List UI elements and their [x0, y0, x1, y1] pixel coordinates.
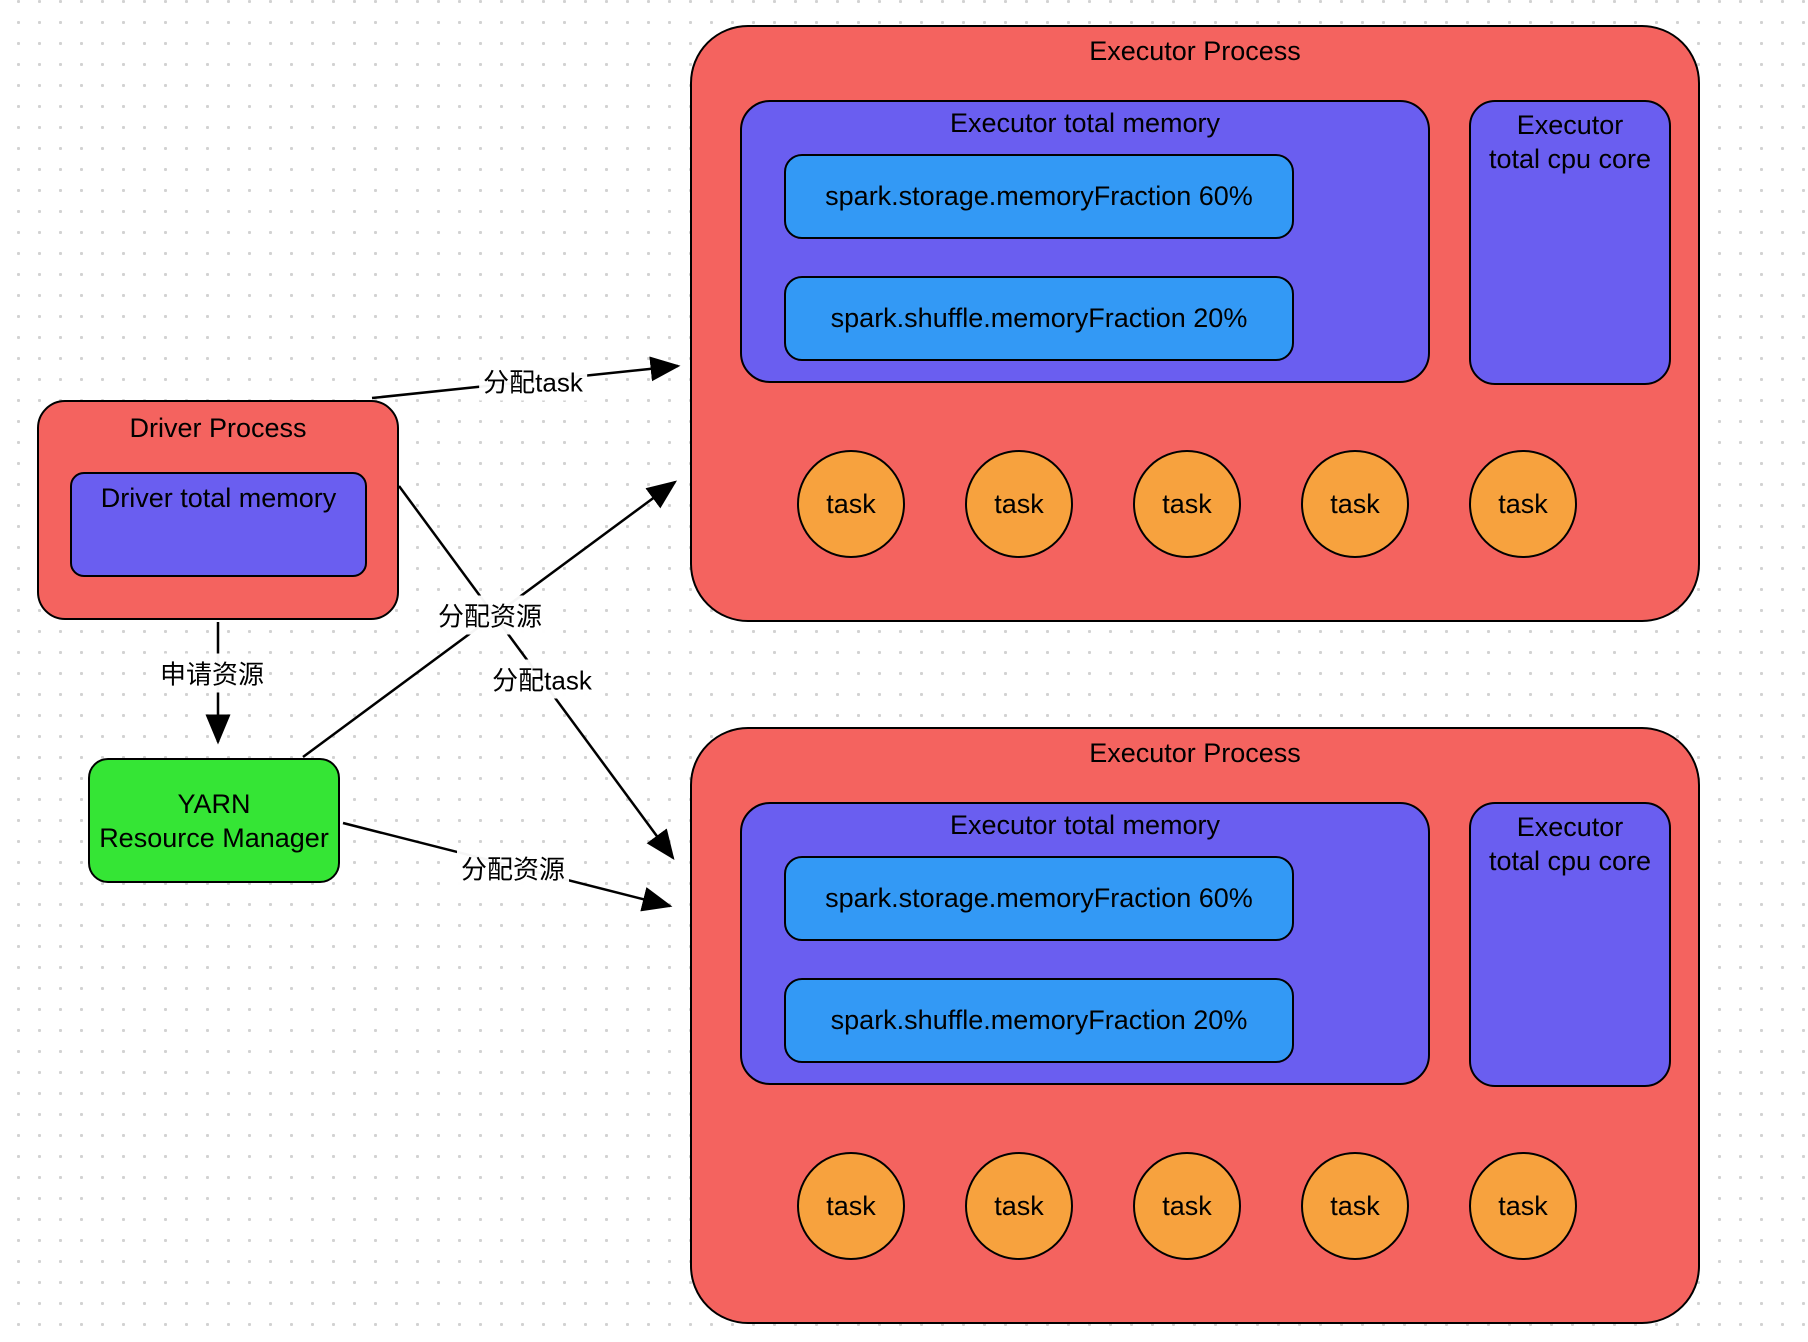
driver-memory-box: Driver total memory — [70, 472, 367, 577]
storage-fraction-box: spark.storage.memoryFraction 60% — [784, 154, 1294, 239]
shuffle-fraction-box: spark.shuffle.memoryFraction 20% — [784, 276, 1294, 361]
task-circle: task — [797, 1152, 905, 1260]
executor-cpu-core-label: Executor total cpu core — [1471, 810, 1669, 878]
executor-cpu-core-box: Executor total cpu core — [1469, 100, 1671, 385]
shuffle-fraction-label: spark.shuffle.memoryFraction 20% — [830, 303, 1248, 333]
yarn-label-line1: YARN — [177, 788, 251, 819]
shuffle-fraction-label: spark.shuffle.memoryFraction 20% — [830, 1005, 1248, 1035]
task-label: task — [994, 488, 1044, 519]
arrow-label-assign-task-top: 分配task — [479, 361, 587, 401]
task-label: task — [826, 488, 876, 519]
yarn-resource-manager-box: YARN Resource Manager — [88, 758, 340, 883]
task-label: task — [1498, 1190, 1548, 1221]
storage-fraction-label: spark.storage.memoryFraction 60% — [825, 883, 1253, 913]
task-circle: task — [1469, 1152, 1577, 1260]
driver-process-box: Driver Process Driver total memory — [37, 400, 399, 620]
executor-cpu-core-box: Executor total cpu core — [1469, 802, 1671, 1087]
executor-process-box-2: Executor Process Executor total memory s… — [690, 727, 1700, 1324]
arrow-label-allocate-resources-top: 分配资源 — [433, 595, 547, 635]
task-label: task — [994, 1190, 1044, 1221]
executor-memory-box: Executor total memory spark.storage.memo… — [740, 802, 1430, 1085]
task-circle: task — [965, 450, 1073, 558]
cpu-label-line1: Executor — [1516, 110, 1624, 140]
task-circle: task — [1133, 1152, 1241, 1260]
task-label: task — [826, 1190, 876, 1221]
executor-title: Executor Process — [1089, 36, 1301, 66]
arrow-label-assign-task-bottom: 分配task — [488, 659, 596, 699]
task-label: task — [1330, 1190, 1380, 1221]
cpu-label-line1: Executor — [1516, 812, 1624, 842]
driver-process-title: Driver Process — [129, 413, 307, 443]
storage-fraction-box: spark.storage.memoryFraction 60% — [784, 856, 1294, 941]
arrow-label-allocate-resources-bottom: 分配资源 — [456, 848, 570, 888]
executor-title: Executor Process — [1089, 738, 1301, 768]
task-label: task — [1498, 488, 1548, 519]
task-label: task — [1162, 1190, 1212, 1221]
yarn-label-line2: Resource Manager — [99, 822, 329, 853]
task-circle: task — [1133, 450, 1241, 558]
task-circle: task — [1301, 1152, 1409, 1260]
task-circle: task — [1301, 450, 1409, 558]
task-label: task — [1162, 488, 1212, 519]
executor-memory-title: Executor total memory — [949, 108, 1221, 138]
executor-memory-title: Executor total memory — [949, 810, 1221, 840]
storage-fraction-label: spark.storage.memoryFraction 60% — [825, 181, 1253, 211]
driver-memory-label: Driver total memory — [100, 483, 337, 513]
executor-process-box-1: Executor Process Executor total memory s… — [690, 25, 1700, 622]
task-label: task — [1330, 488, 1380, 519]
shuffle-fraction-box: spark.shuffle.memoryFraction 20% — [784, 978, 1294, 1063]
arrow-label-request-resources: 申请资源 — [155, 653, 269, 693]
task-circle: task — [965, 1152, 1073, 1260]
cpu-label-line2: total cpu core — [1488, 144, 1652, 174]
task-circle: task — [797, 450, 905, 558]
yarn-label: YARN Resource Manager — [90, 760, 338, 881]
executor-cpu-core-label: Executor total cpu core — [1471, 108, 1669, 176]
executor-memory-box: Executor total memory spark.storage.memo… — [740, 100, 1430, 383]
task-circle: task — [1469, 450, 1577, 558]
cpu-label-line2: total cpu core — [1488, 846, 1652, 876]
